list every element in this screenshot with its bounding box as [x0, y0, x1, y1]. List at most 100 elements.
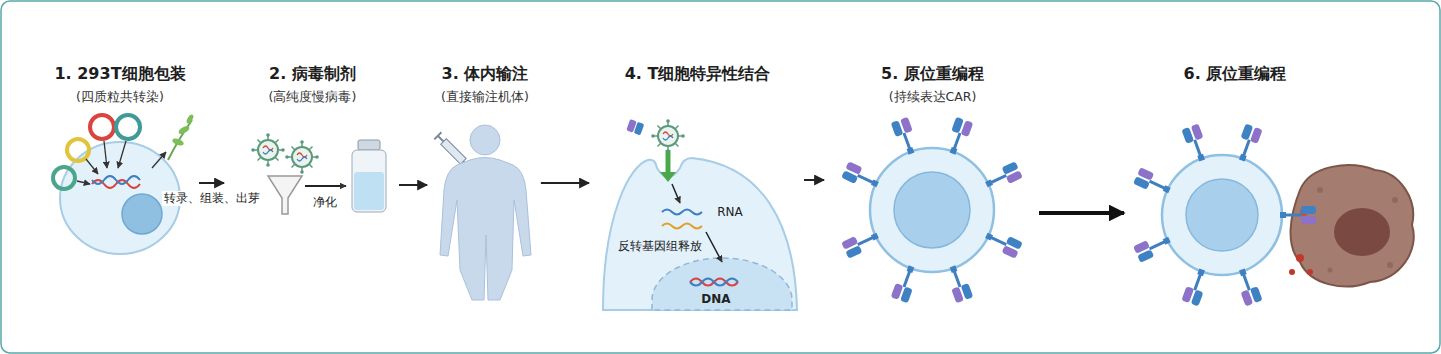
lentivirus-particles — [285, 140, 319, 174]
transfection-arrows — [86, 159, 98, 174]
t-cell-entry — [603, 119, 797, 310]
tumor-cell — [1307, 269, 1313, 275]
step-heading: 5. 原位重编程 — [881, 63, 984, 85]
edge-label: 转录、组装、出芽 — [162, 191, 262, 206]
car-t-cell — [944, 263, 973, 303]
budding-sprout — [168, 120, 192, 160]
car-t-cell-killing — [1133, 124, 1316, 307]
flow-arrow — [541, 182, 589, 184]
flow-arrow — [804, 179, 824, 181]
transfection-arrows — [77, 181, 90, 184]
packaging-cell — [122, 194, 162, 234]
car-t-cell — [891, 263, 920, 303]
tumor-cell — [1328, 268, 1333, 273]
car-t-cell-killing — [1186, 179, 1258, 251]
car-t-cell-killing — [1162, 155, 1282, 275]
step-panel: 4. T细胞特异性结合 — [595, 63, 800, 308]
plasmid-rings — [53, 115, 140, 189]
step-heading: 3. 体内输注 — [442, 63, 529, 85]
plasmid-rings — [116, 115, 140, 139]
t-cell-entry — [603, 158, 797, 310]
human-body — [440, 158, 531, 301]
car-t-cell — [841, 117, 1023, 304]
annotation-label: DNA — [699, 292, 732, 307]
t-cell-entry — [634, 122, 645, 136]
t-cell-entry — [666, 150, 671, 172]
annotation-label: 反转基因组释放 — [616, 239, 704, 254]
t-cell-entry — [660, 172, 676, 182]
syringe — [441, 139, 466, 164]
syringe — [438, 136, 444, 142]
budding-sprout — [168, 113, 195, 160]
budding-sprout — [177, 124, 190, 135]
step-panel: 6. 原位重编程 — [1130, 63, 1340, 308]
car-t-cell-killing — [1233, 266, 1262, 306]
tumor-cell — [1289, 165, 1414, 286]
flow-arrow — [199, 182, 224, 184]
plasmid-rings — [90, 115, 114, 139]
car-t-cell — [870, 148, 994, 272]
flow-arrow — [399, 184, 427, 186]
plasmid-rings — [67, 139, 89, 161]
connector-layer — [199, 180, 1124, 213]
transfection-arrows — [77, 141, 166, 184]
car-t-cell — [891, 117, 920, 157]
t-cell-entry — [651, 119, 685, 153]
t-cell-entry — [662, 224, 702, 229]
tumor-cell — [1289, 269, 1295, 275]
car-t-cell-killing — [1133, 167, 1173, 199]
syringe — [434, 132, 441, 139]
t-cell-entry — [662, 210, 702, 215]
car-t-cell — [841, 161, 881, 193]
car-t-cell — [983, 227, 1023, 259]
plasmid-rings — [53, 167, 75, 189]
annotation-label: 净化 — [311, 195, 339, 210]
lentivirus-particles — [251, 133, 319, 174]
human-body — [470, 125, 500, 155]
car-t-cell-killing — [1233, 124, 1262, 164]
car-t-cell — [894, 172, 970, 248]
budding-sprout — [185, 113, 194, 124]
packaging-cell — [92, 176, 140, 184]
tumor-cell — [1387, 262, 1393, 268]
tumor-cell — [1296, 254, 1304, 262]
flow-arrow — [1039, 211, 1124, 215]
car-t-cell — [944, 117, 973, 157]
car-t-cell — [983, 161, 1023, 193]
lentivirus-particles — [251, 133, 285, 167]
car-t-cell-killing — [1181, 124, 1210, 164]
car-t-cell-killing — [1181, 266, 1210, 306]
tumor-cell — [1334, 208, 1390, 256]
vial — [354, 172, 384, 210]
t-cell-entry — [690, 279, 738, 286]
vial — [352, 150, 386, 212]
step-heading: 2. 病毒制剂 — [269, 63, 356, 85]
t-cell-entry — [690, 279, 738, 286]
car-t-cell-killing — [1133, 231, 1173, 263]
step-heading: 6. 原位重编程 — [1184, 63, 1287, 85]
step-panel: 1. 293T细胞包装(四质粒共转染) — [45, 63, 195, 308]
car-t-cell-killing — [1280, 206, 1316, 224]
tumor-cell — [1291, 165, 1414, 286]
budding-sprout — [171, 137, 184, 147]
transfection-arrows — [152, 152, 166, 168]
human-body — [440, 125, 531, 300]
purification-funnel — [268, 176, 302, 214]
t-cell-entry — [652, 258, 792, 310]
purification-arrow — [305, 185, 346, 187]
step-heading: 4. T细胞特异性结合 — [625, 63, 771, 85]
step-subtitle: (四质粒共转染) — [76, 88, 164, 106]
t-cell-entry — [626, 119, 644, 135]
step-subtitle: (直接输注机体) — [441, 88, 529, 106]
tumor-cell — [1317, 187, 1323, 193]
step-subtitle: (持续表达CAR) — [889, 88, 977, 106]
step-panel: 3. 体内输注 (直接输注机体) — [433, 63, 537, 308]
step-panel: 2. 病毒制剂(高纯度慢病毒) — [230, 63, 395, 308]
transfection-arrows — [104, 141, 107, 168]
annotation-label: RNA — [715, 205, 745, 220]
step-panel: 5. 原位重编程 (持续表达CAR) — [830, 63, 1035, 308]
t-cell-entry — [706, 232, 722, 262]
